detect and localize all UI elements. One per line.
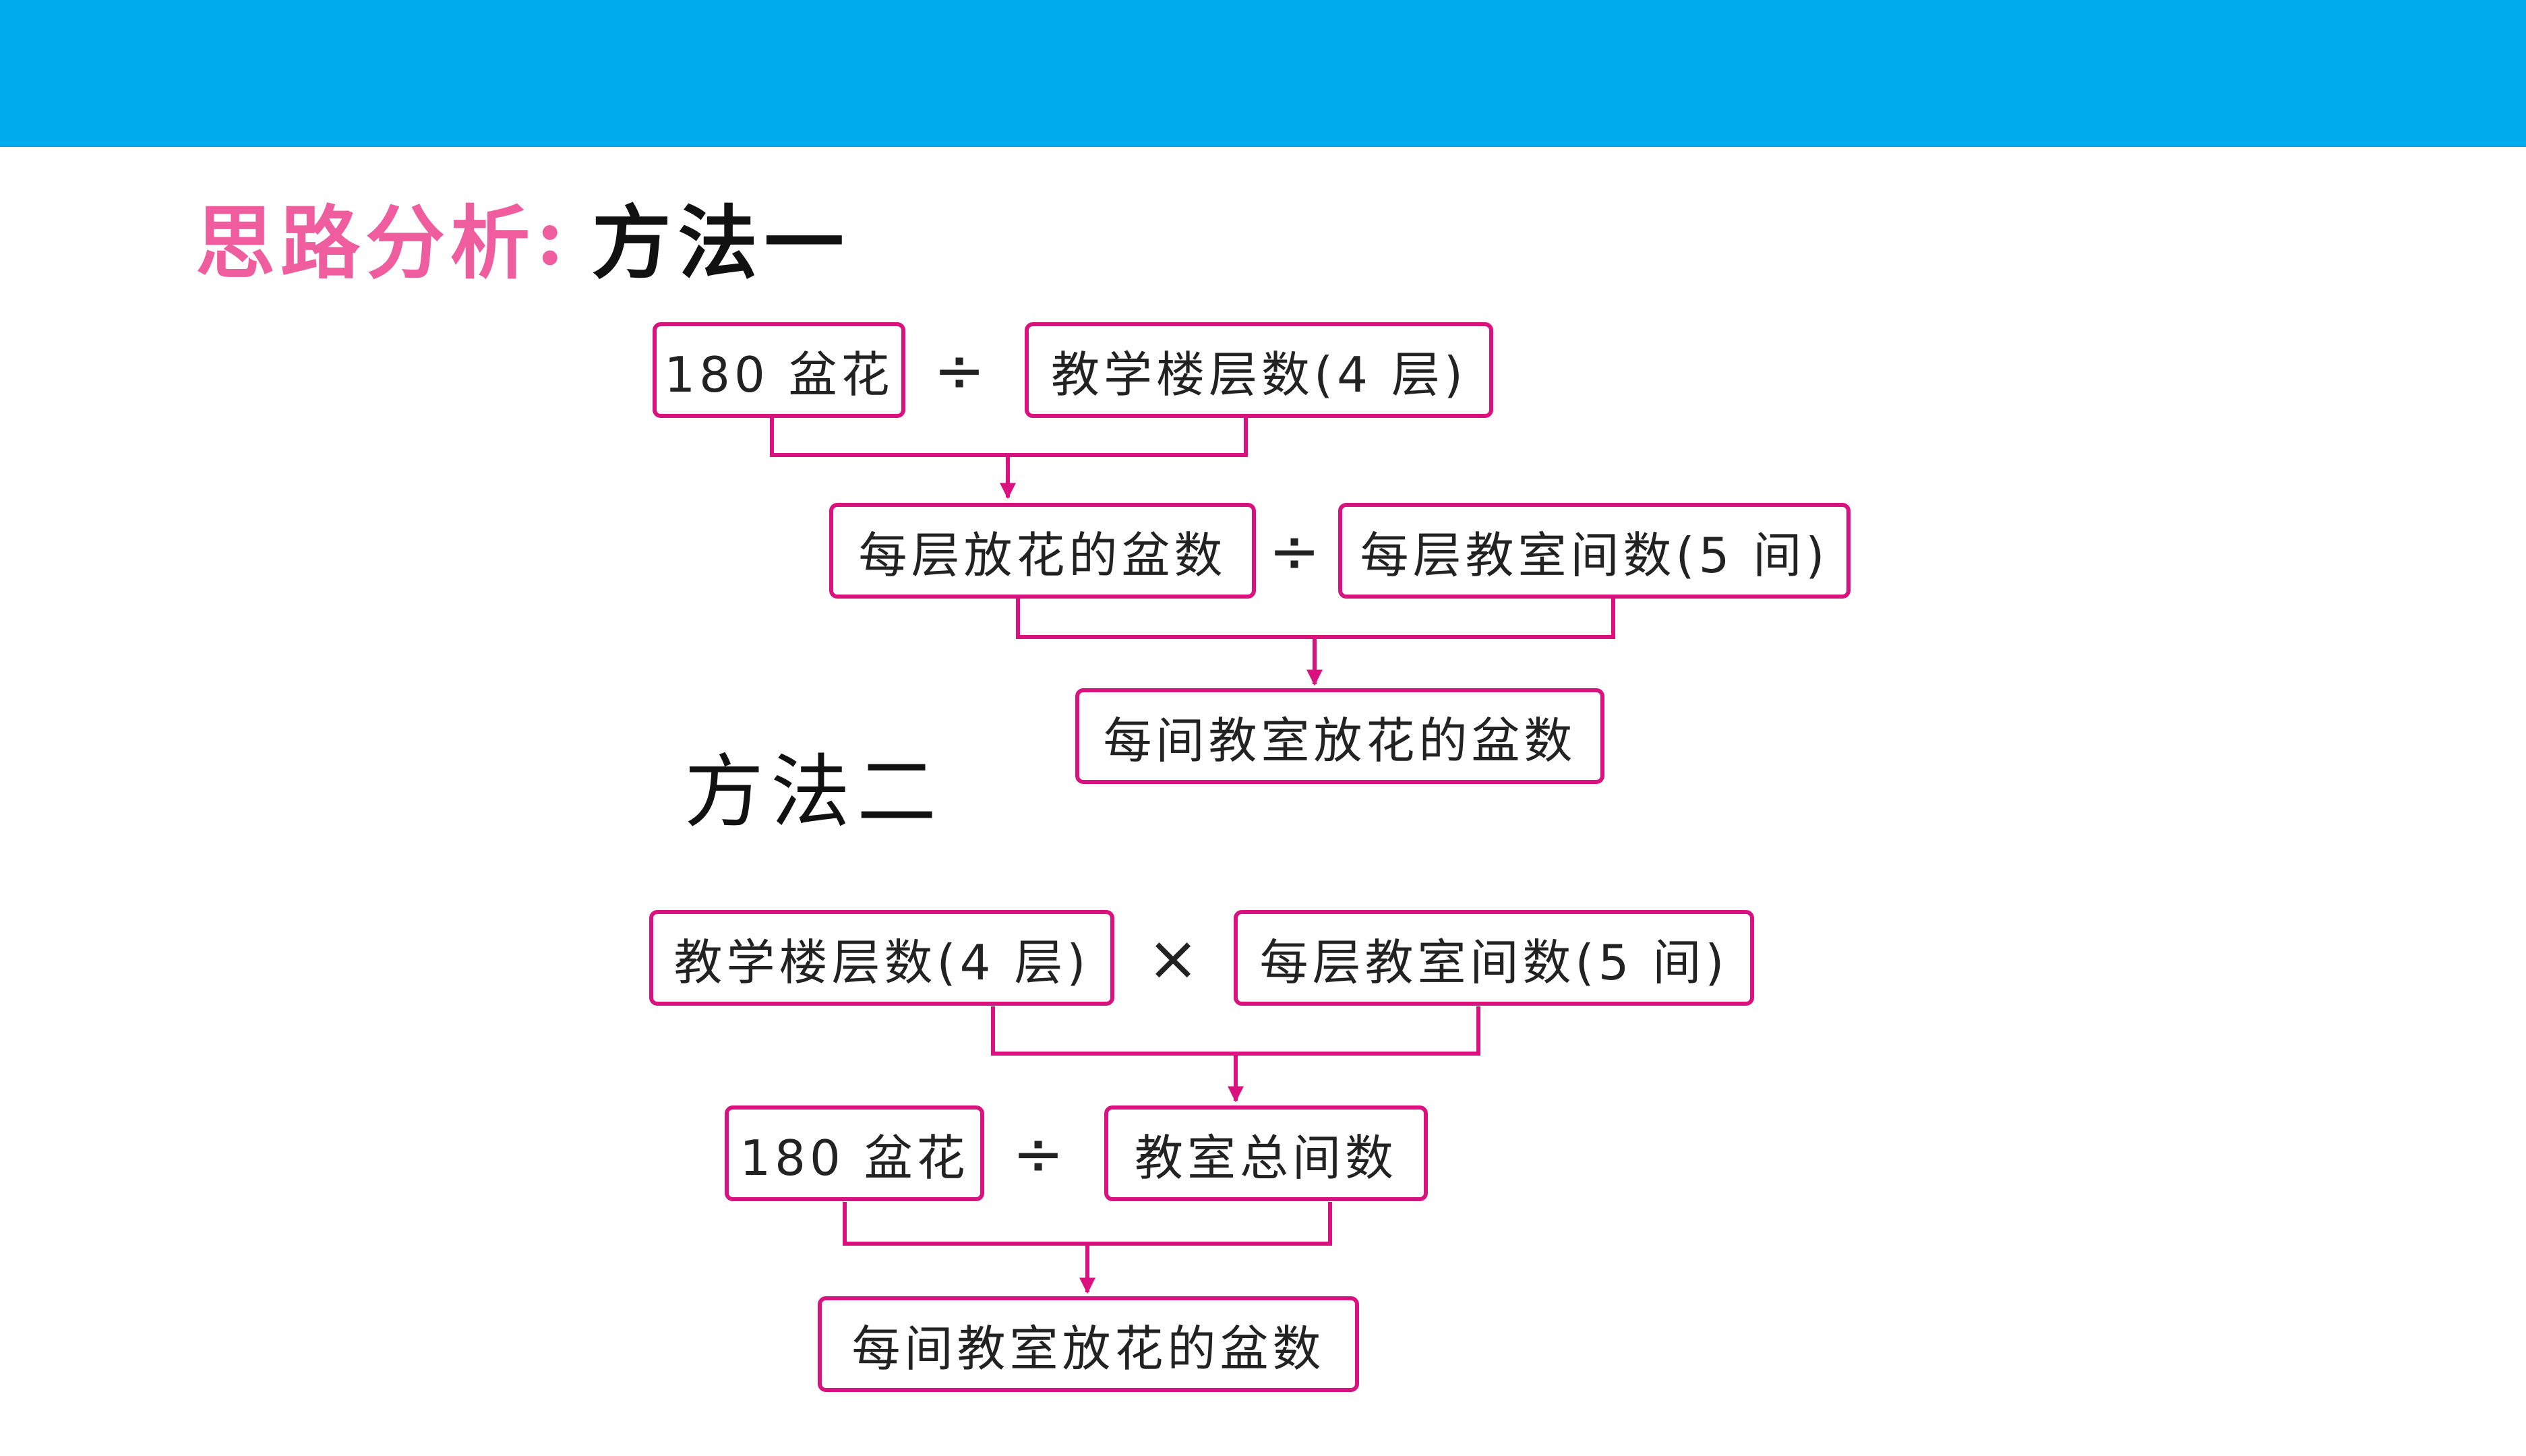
analysis-heading: 思路分析 : 方法一 — [196, 182, 851, 290]
m2-box-floors: 教学楼层数(4 层) — [649, 910, 1114, 1006]
m2-box-total-rooms: 教室总间数 — [1104, 1105, 1428, 1201]
m1-box-result: 每间教室放花的盆数 — [1075, 688, 1604, 784]
m1-box-flowers: 180 盆花 — [653, 322, 905, 418]
m2-box-flowers: 180 盆花 — [725, 1105, 984, 1201]
method1-title: 方法一 — [591, 195, 851, 290]
m1-box-per-floor-flowers: 每层放花的盆数 — [829, 503, 1256, 599]
m2-box-result: 每间教室放花的盆数 — [818, 1296, 1359, 1392]
m1-box-rooms-per-floor: 每层教室间数(5 间) — [1338, 503, 1851, 599]
analysis-label: 思路分析 — [196, 195, 536, 290]
m2-multiply-operator: × — [1147, 921, 1199, 994]
m2-divide-operator: ÷ — [1012, 1117, 1064, 1190]
m1-divide-operator-1: ÷ — [933, 334, 986, 406]
method2-title: 方法二 — [684, 746, 944, 839]
m2-bracket-2 — [843, 1202, 1332, 1246]
m1-divide-operator-2: ÷ — [1268, 514, 1321, 587]
top-banner — [0, 0, 2526, 147]
m1-box-floors: 教学楼层数(4 层) — [1025, 322, 1493, 418]
analysis-colon: : — [535, 189, 565, 283]
m1-bracket-1 — [770, 418, 1248, 457]
m2-bracket-1 — [991, 1006, 1480, 1056]
m1-bracket-2 — [1016, 599, 1615, 639]
m2-box-rooms-per-floor: 每层教室间数(5 间) — [1234, 910, 1754, 1006]
